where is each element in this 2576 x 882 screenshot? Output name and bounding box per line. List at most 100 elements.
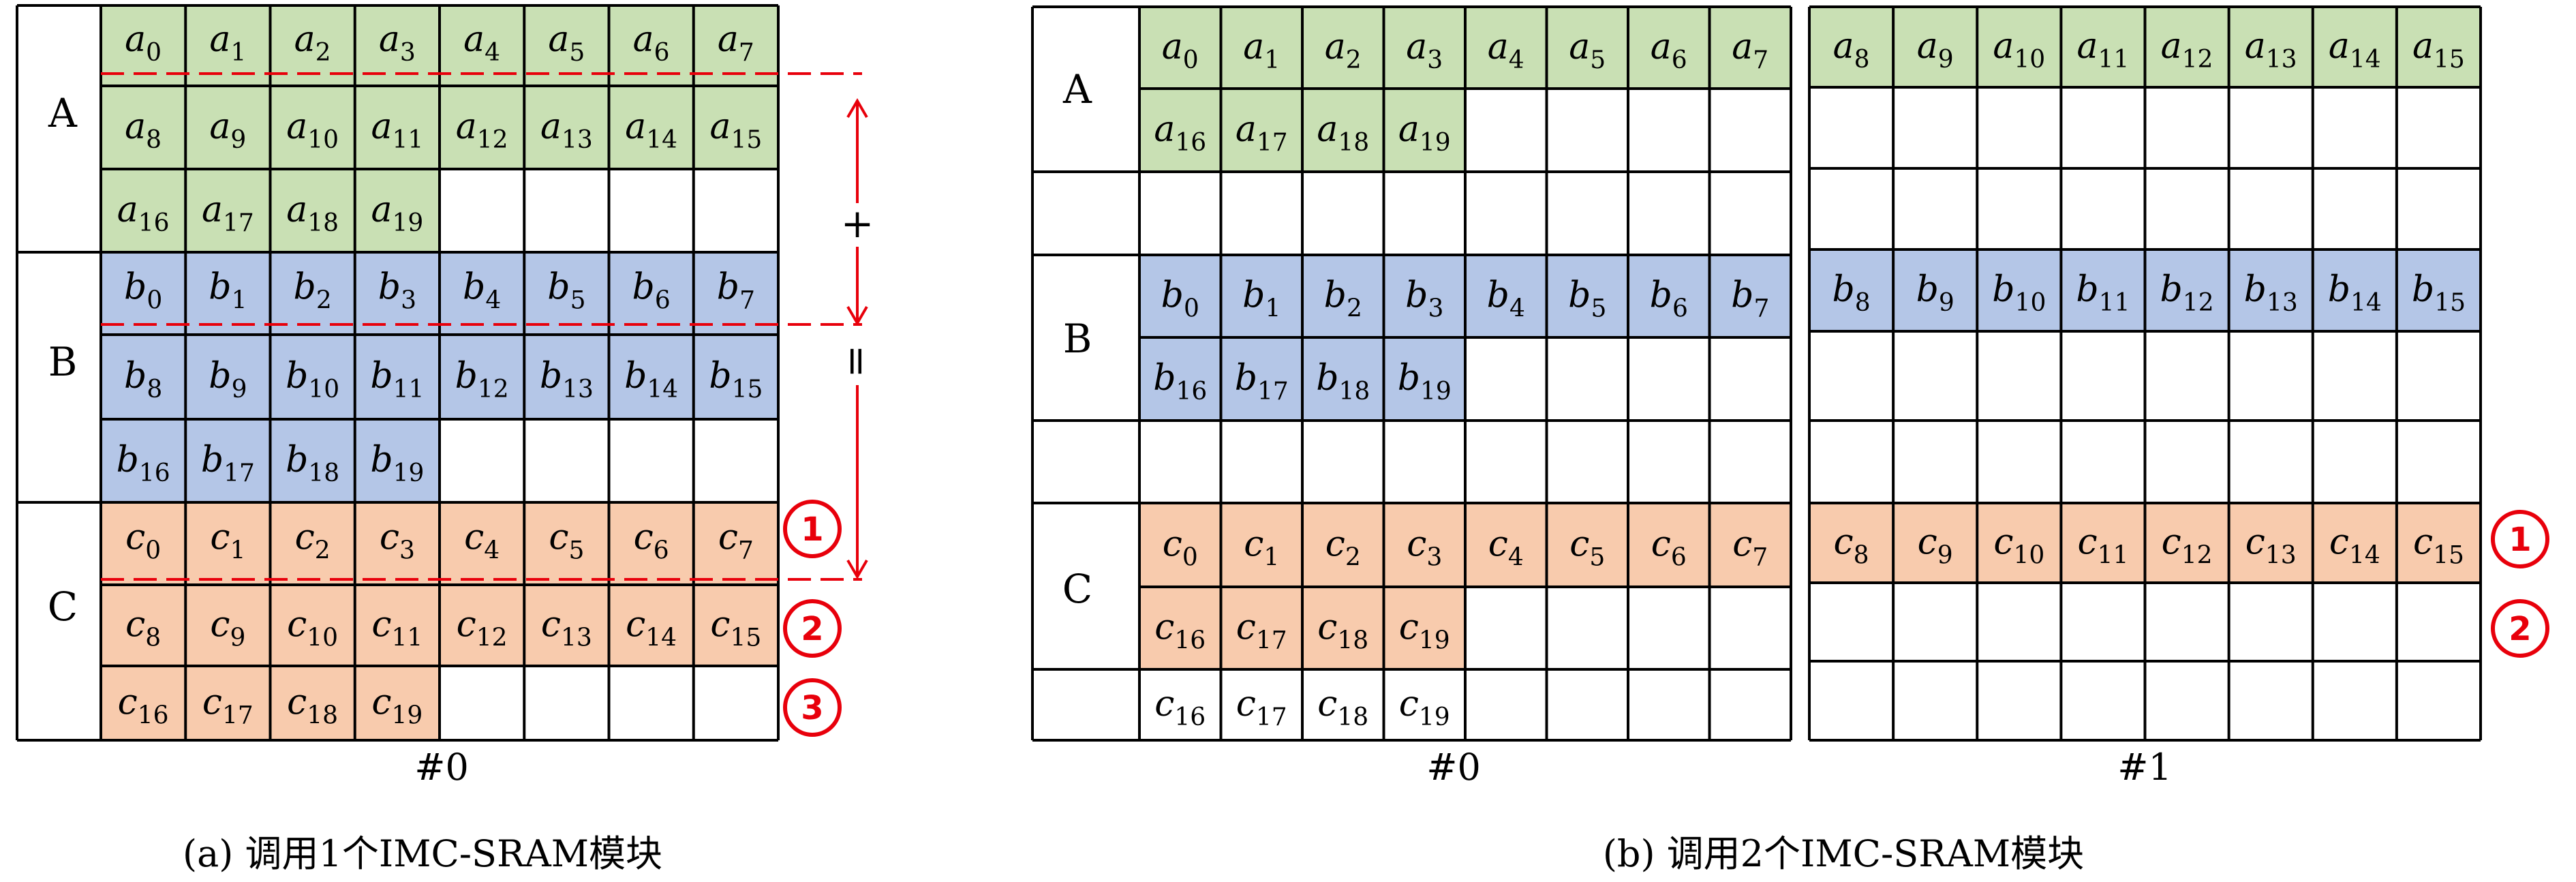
panel-b1-cell bbox=[1977, 503, 2061, 583]
panel-b0-cell-label: a18 bbox=[1317, 109, 1369, 157]
panel-a-cell-label: c2 bbox=[295, 517, 331, 565]
panel-a-cell bbox=[524, 335, 609, 419]
panel-b0-cell-label: a4 bbox=[1488, 27, 1524, 74]
panel-b1-cell-label: a8 bbox=[1833, 26, 1870, 74]
panel-a-cell-label: c6 bbox=[634, 517, 669, 565]
panel-a-cell bbox=[609, 585, 694, 666]
panel-a-cell bbox=[693, 86, 778, 169]
panel-a-cell-label: b11 bbox=[370, 356, 424, 404]
panel-b0-cell bbox=[1709, 503, 1791, 587]
panel-b1-cell-label: c13 bbox=[2245, 522, 2297, 570]
panel-a-cell-label: a17 bbox=[202, 189, 254, 237]
panel-a-cell-label: a19 bbox=[371, 189, 423, 237]
panel-b0-cell-label: c6 bbox=[1651, 524, 1687, 572]
panel-b0-cell-label: c17 bbox=[1236, 607, 1287, 655]
panel-a-row-marker-1-circle bbox=[783, 500, 842, 558]
panel-a-cell-label: a14 bbox=[625, 106, 677, 154]
panel-a-cell bbox=[270, 169, 355, 252]
panel-a-cell bbox=[693, 502, 778, 585]
panel-a-cell-label: c18 bbox=[287, 682, 338, 730]
panel-a-module-label: #0 bbox=[414, 746, 469, 789]
panel-a-cell bbox=[354, 502, 440, 585]
panel-a-cell bbox=[270, 252, 355, 335]
panel-a-cell bbox=[185, 502, 271, 585]
panel-b0-cell bbox=[1302, 89, 1384, 172]
panel-b1-cell-label: c15 bbox=[2413, 522, 2464, 570]
panel-b0-cell-label: c19 bbox=[1399, 684, 1450, 731]
panel-a-cell bbox=[354, 335, 440, 419]
panel-a-cell-label: a13 bbox=[540, 106, 593, 154]
panel-b-row-marker-2-circle bbox=[2491, 599, 2549, 658]
panel-a-cell-label: b16 bbox=[117, 440, 170, 487]
panel-b1-cell-label: a13 bbox=[2245, 26, 2297, 74]
panel-a-cell-label: a12 bbox=[456, 106, 508, 154]
equals-arrow-head-down bbox=[846, 559, 868, 579]
panel-a-cell bbox=[440, 502, 525, 585]
panel-b0-cell bbox=[1383, 503, 1465, 587]
panel-b0-cell-label: c18 bbox=[1317, 607, 1368, 655]
panel-a-cell-label: b14 bbox=[624, 356, 678, 404]
panel-a-cell-label: a2 bbox=[294, 19, 331, 67]
panel-a-row-marker-2-circle bbox=[783, 599, 842, 658]
panel-a-cell-label: a15 bbox=[709, 106, 762, 154]
panel-b0-cell-label: b0 bbox=[1161, 275, 1199, 323]
panel-a-cell-label: c11 bbox=[371, 605, 423, 652]
panel-a-cell-label: c12 bbox=[457, 605, 508, 652]
panel-b1-cell-label: b10 bbox=[1992, 269, 2046, 317]
panel-b0-cell bbox=[1628, 503, 1710, 587]
panel-a-cell bbox=[440, 335, 525, 419]
panel-b1-cell-label: c14 bbox=[2329, 522, 2380, 570]
plus-arrow-head-down bbox=[846, 305, 868, 326]
panel-a-cell bbox=[185, 335, 271, 419]
panel-a-cell-label: b2 bbox=[294, 267, 332, 315]
panel-a-cell bbox=[609, 252, 694, 335]
panel-a-cell-label: b1 bbox=[209, 267, 247, 315]
panel-b1-cell-label: c9 bbox=[1918, 522, 1953, 570]
panel-a-cell bbox=[101, 335, 186, 419]
panel-a-block-label-a: A bbox=[48, 90, 77, 136]
panel-b1-cell-label: a10 bbox=[1993, 26, 2045, 74]
panel-a-cell bbox=[185, 252, 271, 335]
panel-b1-cell-label: a12 bbox=[2161, 26, 2213, 74]
panel-a-cell-label: a5 bbox=[548, 19, 585, 67]
panel-b1-cell bbox=[2145, 249, 2229, 331]
panel-b1-cell-label: b12 bbox=[2160, 269, 2214, 317]
panel-a-cell bbox=[185, 666, 271, 740]
panel-b0-cell bbox=[1302, 587, 1384, 669]
panel-b0-cell-label: a1 bbox=[1243, 27, 1280, 74]
panel-b0-cell-label: a2 bbox=[1325, 27, 1362, 74]
panel-b1-cell-label: a9 bbox=[1917, 26, 1954, 74]
panel-b1-cell bbox=[2396, 7, 2481, 87]
panel-b0-cell-label: c7 bbox=[1732, 524, 1768, 572]
panel-b0-cell bbox=[1383, 337, 1465, 421]
panel-a-cell-label: a7 bbox=[718, 19, 754, 67]
panel-b0-cell-label: c5 bbox=[1569, 524, 1605, 572]
panel-b1-cell-label: b14 bbox=[2328, 269, 2382, 317]
panel-b0-cell bbox=[1546, 255, 1628, 337]
panel-b1-cell bbox=[1809, 249, 1894, 331]
panel-a-cell-label: b0 bbox=[124, 267, 162, 315]
panel-b0-cell-label: a7 bbox=[1732, 27, 1768, 74]
panel-b0-cell bbox=[1139, 89, 1221, 172]
panel-b0-cell-label: a0 bbox=[1162, 27, 1199, 74]
panel-b0-cell-label: a3 bbox=[1406, 27, 1443, 74]
panel-b1-cell bbox=[1977, 7, 2061, 87]
panel-b0-cell bbox=[1383, 7, 1465, 89]
panel-b0-cell bbox=[1546, 7, 1628, 89]
panel-b1-cell bbox=[2228, 7, 2313, 87]
plus-operator: + bbox=[840, 200, 874, 247]
panel-a-cell bbox=[185, 86, 271, 169]
panel-a-cell bbox=[101, 252, 186, 335]
panel-a-cell bbox=[693, 252, 778, 335]
panel-b-row-marker-2: 2 bbox=[2509, 610, 2531, 648]
panel-a-cell bbox=[270, 502, 355, 585]
panel-a-cell-label: c19 bbox=[371, 682, 423, 730]
panel-a-cell-label: a18 bbox=[286, 189, 339, 237]
panel-b0-cell-label: b5 bbox=[1568, 275, 1606, 323]
panel-a-cell-label: a3 bbox=[379, 19, 416, 67]
panel-b1-cell bbox=[1977, 249, 2061, 331]
panel-b1-cell bbox=[2061, 7, 2145, 87]
panel-b0-cell bbox=[1628, 7, 1710, 89]
